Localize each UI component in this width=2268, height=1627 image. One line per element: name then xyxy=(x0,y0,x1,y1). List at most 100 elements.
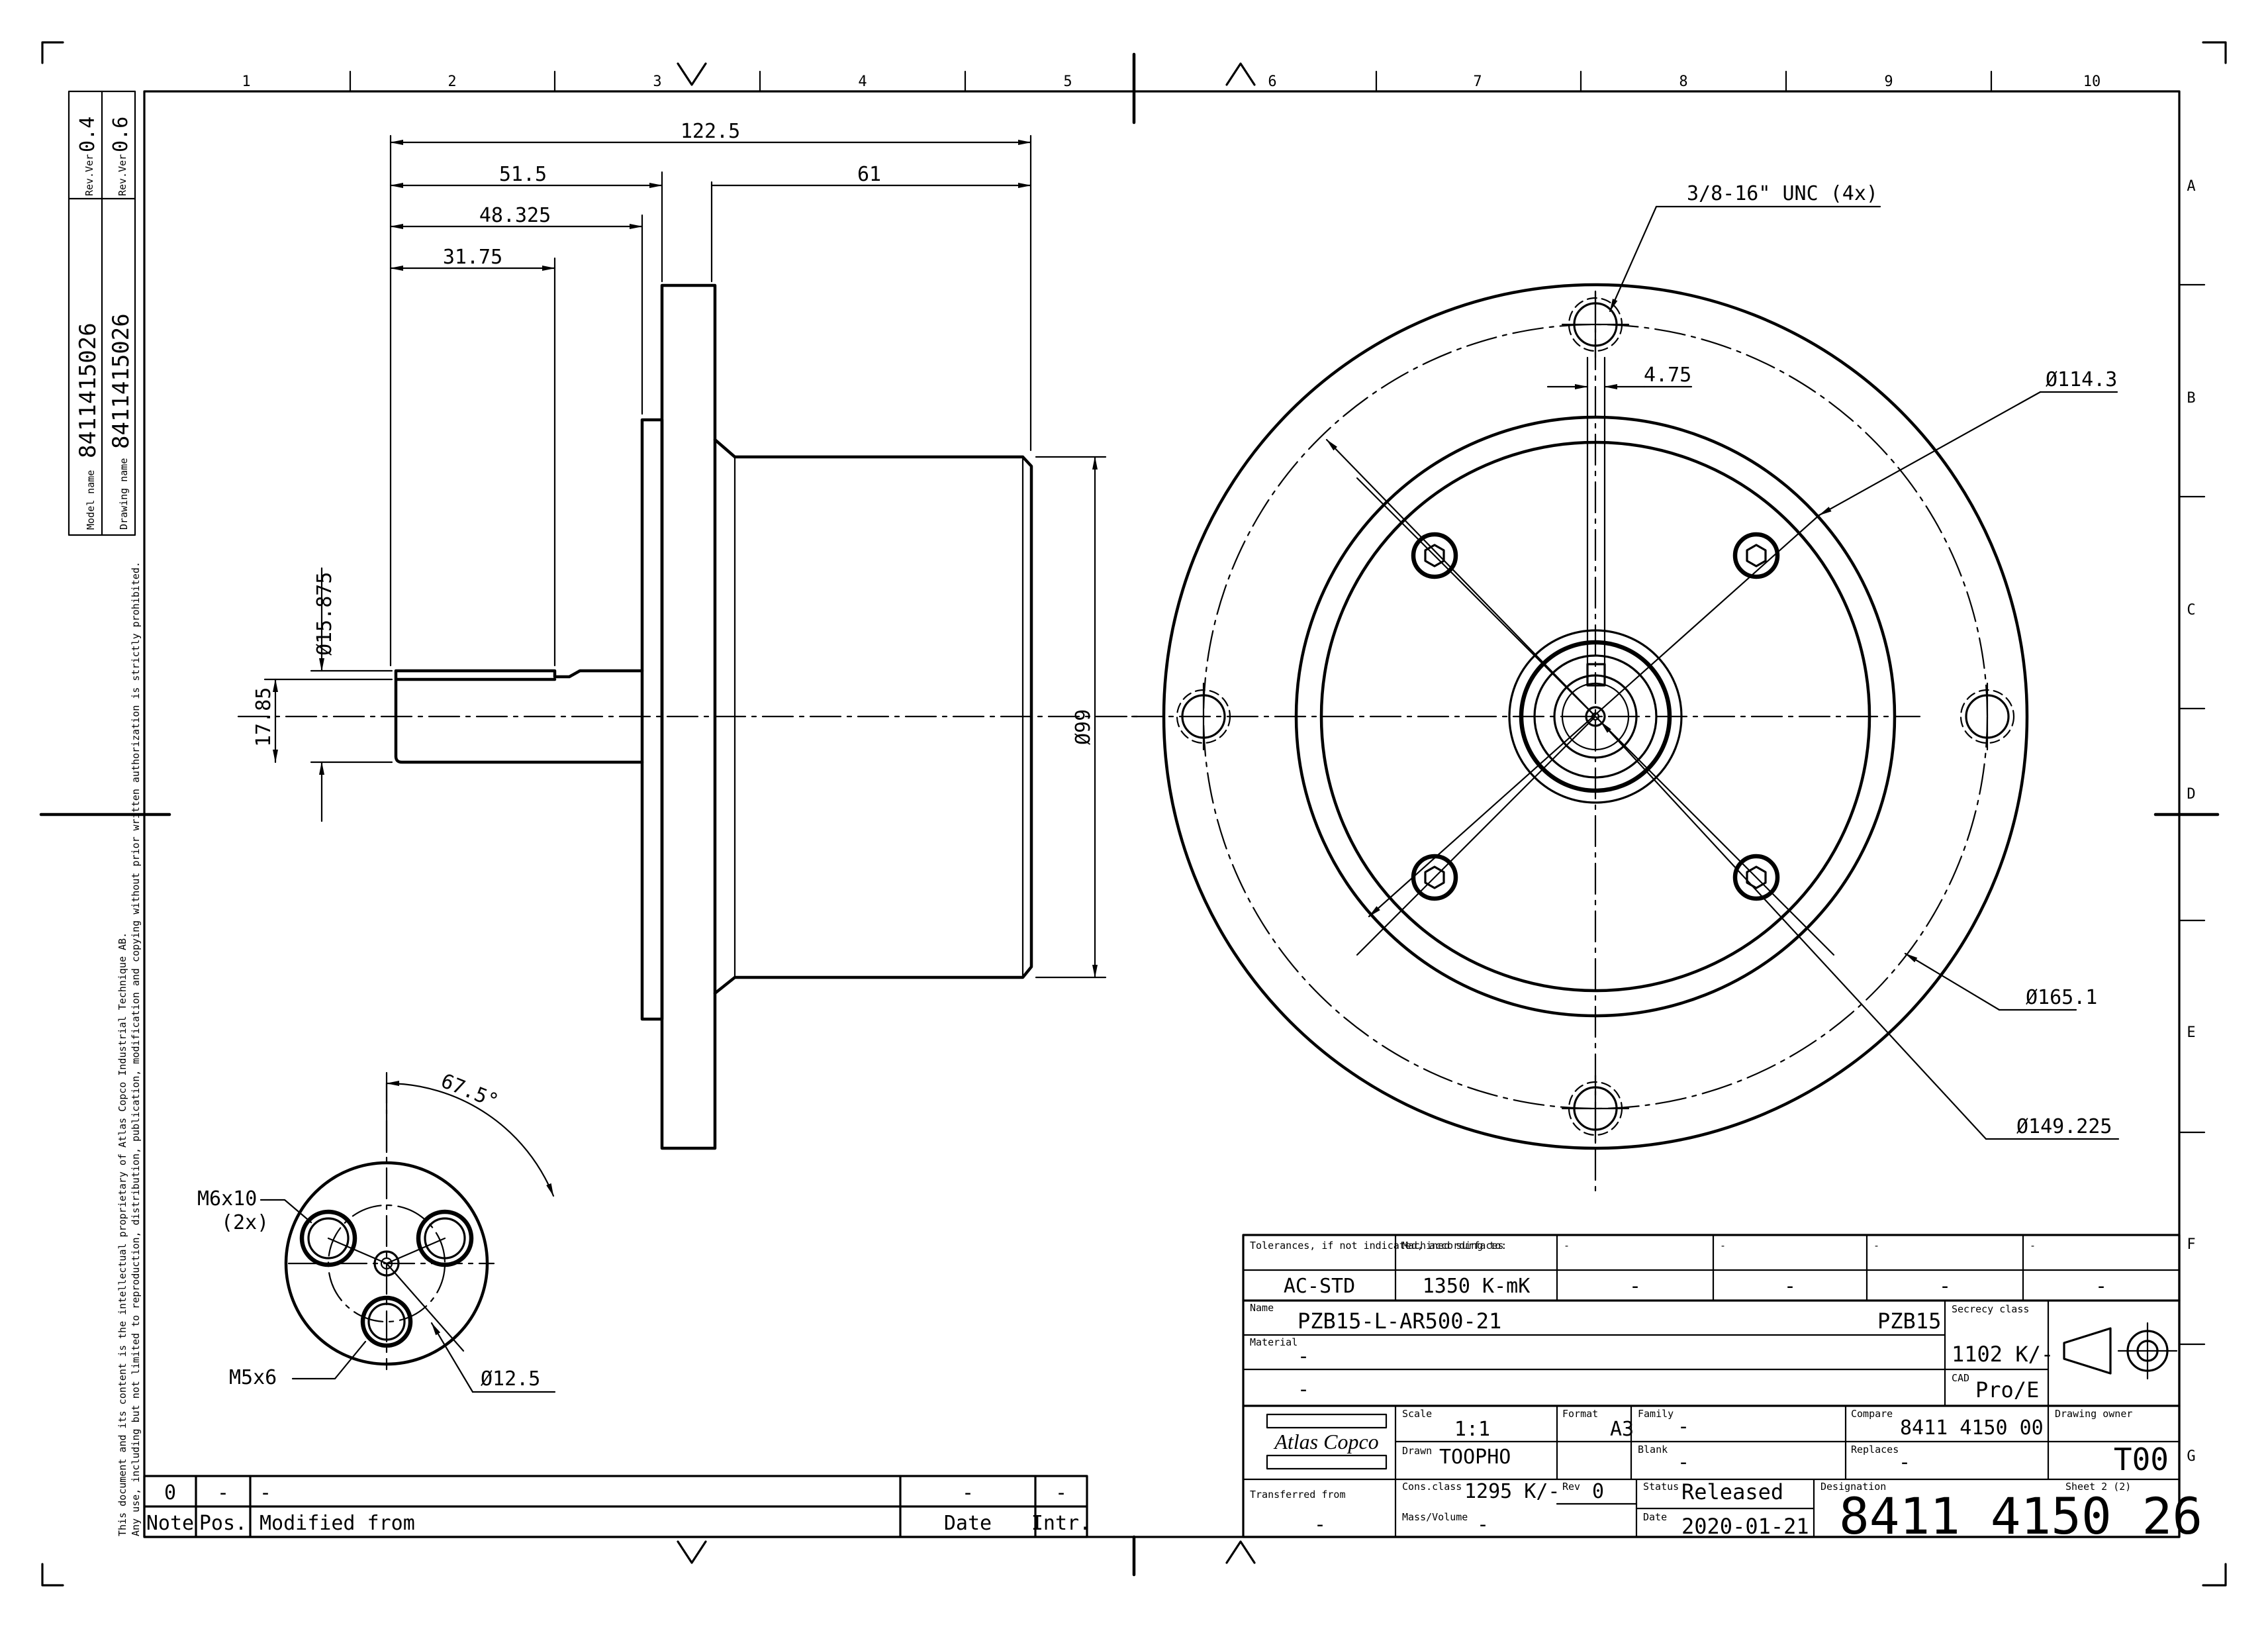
drawing-owner-value: T00 xyxy=(2114,1442,2169,1477)
replaces-value: - xyxy=(1899,1451,1911,1474)
socket-screw-tl xyxy=(1411,532,1458,579)
flange-bolt-holes xyxy=(1176,290,2015,1143)
zone-col-5: 5 xyxy=(1063,74,1072,90)
label-m6-qty: (2x) xyxy=(221,1211,269,1234)
format-value: A3 xyxy=(1610,1418,1634,1441)
compare-label: Compare xyxy=(1851,1408,1893,1420)
status-value: Released xyxy=(1681,1479,1783,1504)
detail-center-dot xyxy=(380,1257,393,1270)
machined-label: Machined surfaces xyxy=(1402,1240,1504,1252)
detail-center-hole xyxy=(373,1250,400,1277)
material-label: Material xyxy=(1250,1336,1298,1348)
name-value: PZB15-L-AR500-21 xyxy=(1298,1308,1501,1334)
model-name-value: 8411415026 xyxy=(75,322,101,458)
rev-header-pos: Pos. xyxy=(199,1512,247,1535)
rev-row-note: 0 xyxy=(164,1481,176,1504)
drawn-label: Drawn xyxy=(1402,1445,1432,1457)
secrecy-label: Secrecy class xyxy=(1952,1303,2029,1315)
angle-arc xyxy=(385,1081,555,1197)
zone-col-2: 2 xyxy=(448,74,456,90)
projection-symbol xyxy=(2063,1322,2178,1380)
machined-value: 1350 K-mK xyxy=(1423,1275,1531,1298)
detail-view: 67.5° M6x10 (2x) M5x6 Ø12.5 xyxy=(197,1069,556,1393)
rev-row-pos: - xyxy=(217,1481,229,1504)
zone-col-10: 10 xyxy=(2083,74,2101,90)
replaces-label: Replaces xyxy=(1851,1444,1899,1455)
scale-label: Scale xyxy=(1402,1408,1432,1420)
model-name-label: Model name xyxy=(85,470,97,530)
dim-flat: 17.85 xyxy=(252,687,275,747)
status-label: Status xyxy=(1643,1481,1679,1493)
revision-table: 0 - - - - Note Pos. Modified from Date I… xyxy=(143,1475,1091,1538)
m6-hole-left xyxy=(299,1209,357,1267)
name-short: PZB15 xyxy=(1877,1308,1941,1334)
zone-row-labels: A B C D E F G xyxy=(2187,178,2195,1465)
family-label: Family xyxy=(1638,1408,1674,1420)
tb-blank-value-1: - xyxy=(1629,1275,1641,1298)
dim-body-diameter: Ø99 xyxy=(1072,709,1095,745)
designation-value: 8411 4150 26 xyxy=(1839,1487,2202,1546)
hub-inner-circle xyxy=(1533,654,1658,779)
zone-col-7: 7 xyxy=(1473,74,1482,90)
rev-ver-value-1: 0.4 xyxy=(76,117,99,152)
copyright-line-2: Any use, including but not limited to re… xyxy=(130,562,142,1536)
bolt-hole-top xyxy=(1561,290,1630,359)
zone-column-labels: 1 2 3 4 5 6 7 8 9 10 xyxy=(242,74,2101,90)
corner-mark-bl xyxy=(41,1563,64,1587)
shaft-end-circle xyxy=(1553,674,1638,759)
center-hole xyxy=(1585,706,1606,727)
zone-ticks-top xyxy=(349,70,1993,93)
dim-overall-length: 122.5 xyxy=(681,120,740,143)
zone-col-6: 6 xyxy=(1268,74,1276,90)
rev-ver-label-2: Rev.Ver xyxy=(117,154,128,196)
dim-step: 48.325 xyxy=(479,204,551,227)
sheet-frame: 1 2 3 4 5 6 7 8 9 10 A B C D E F G xyxy=(39,41,2227,1587)
rev-label: Rev xyxy=(1562,1481,1580,1493)
date-value: 2020-01-21 xyxy=(1681,1514,1809,1539)
tb-blank-label-1: - xyxy=(1564,1240,1570,1252)
center-dot xyxy=(1591,712,1600,721)
cad-value: Pro/E xyxy=(1975,1377,2039,1403)
shaft-bore-circle xyxy=(1561,682,1630,751)
label-m6: M6x10 xyxy=(197,1187,257,1210)
drawing-name-label: Drawing name xyxy=(118,458,130,530)
rev-row-date: - xyxy=(962,1481,974,1504)
cons-value: 1295 K/- xyxy=(1464,1480,1560,1503)
mass-value: - xyxy=(1477,1513,1489,1536)
rev-header-date: Date xyxy=(944,1512,992,1535)
scale-value: 1:1 xyxy=(1454,1418,1490,1441)
hub-outer-circle xyxy=(1508,629,1683,804)
designation-label: Designation xyxy=(1820,1481,1886,1493)
corner-mark-tl xyxy=(41,41,64,64)
side-view-dimensions: 122.5 51.5 61 48.325 31.75 Ø15.875 17.85… xyxy=(252,120,1107,979)
material-value-2: - xyxy=(1298,1378,1309,1401)
title-block: Tolerances, if not indicated, according … xyxy=(1242,1234,2202,1546)
zone-col-1: 1 xyxy=(242,74,250,90)
flange-pilot xyxy=(640,418,664,1021)
hub-ring-circle xyxy=(1519,640,1672,793)
cons-label: Cons.class xyxy=(1402,1481,1462,1493)
family-value: - xyxy=(1677,1415,1689,1438)
dim-bolt-circle-diameter: Ø149.225 xyxy=(2016,1115,2112,1138)
orientation-mark-bottom-right xyxy=(1225,1540,1256,1564)
zone-col-3: 3 xyxy=(653,74,661,90)
shaft-outline xyxy=(394,669,644,764)
dim-angle: 67.5° xyxy=(438,1069,502,1113)
keyway xyxy=(1586,663,1606,687)
pilot-inner-circle xyxy=(1319,440,1871,993)
date-label: Date xyxy=(1643,1511,1667,1523)
atlas-copco-logo: Atlas Copco xyxy=(1266,1413,1388,1470)
secrecy-value: 1102 K/- xyxy=(1952,1342,2054,1367)
m6-hole-right xyxy=(416,1209,474,1267)
rev-row-intr: - xyxy=(1055,1481,1067,1504)
dim-pilot-diameter: Ø114.3 xyxy=(2046,368,2117,391)
label-m5: M5x6 xyxy=(229,1366,277,1389)
rev-header-modified: Modified from xyxy=(260,1512,415,1535)
thread-note: 3/8-16" UNC (4x) xyxy=(1687,182,1878,205)
tolerances-value: AC-STD xyxy=(1284,1275,1355,1298)
bolt-hole-bottom xyxy=(1561,1074,1630,1143)
zone-col-9: 9 xyxy=(1884,74,1893,90)
dim-shaft-diameter: Ø15.875 xyxy=(313,572,336,656)
zone-col-4: 4 xyxy=(858,74,867,90)
